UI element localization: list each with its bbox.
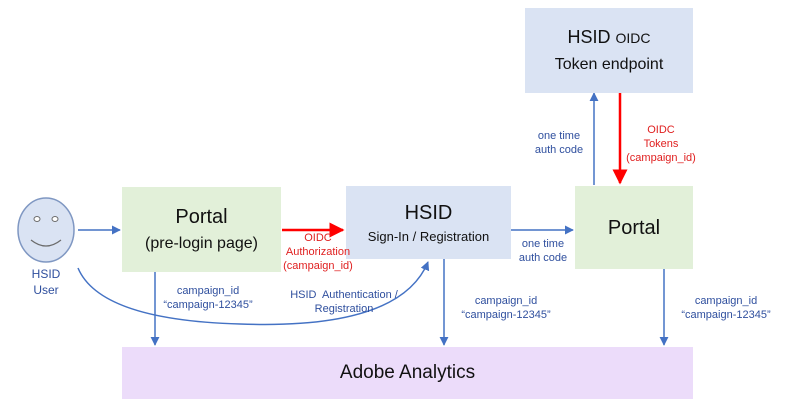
oidc-tokens-line2: Tokens bbox=[643, 138, 679, 150]
campaign-2-line2: “campaign-12345” bbox=[461, 309, 551, 321]
token-endpoint-box: HSID OIDC Token endpoint bbox=[525, 8, 693, 93]
hsid-title: HSID bbox=[404, 201, 453, 224]
hsid-signin-box: HSID Sign-In / Registration bbox=[346, 186, 511, 259]
auth-code-lower-line1: one time bbox=[521, 238, 565, 250]
arrow-user-to-hsid-curve bbox=[77, 261, 430, 326]
auth-code-label-upper: one time auth code bbox=[528, 129, 590, 157]
token-title-rest: OIDC bbox=[615, 30, 651, 46]
token-subtitle: Token endpoint bbox=[554, 56, 664, 73]
portal-post-title: Portal bbox=[607, 216, 661, 239]
smiley-face-icon bbox=[17, 197, 75, 263]
campaign-label-hsid: campaign_id “campaign-12345” bbox=[446, 294, 566, 322]
adobe-analytics-box: Adobe Analytics bbox=[122, 347, 693, 399]
auth-code-label-lower: one time auth code bbox=[510, 237, 576, 265]
hsid-subtitle: Sign-In / Registration bbox=[367, 228, 490, 244]
oidc-auth-line1: OIDC bbox=[304, 232, 332, 244]
campaign-3-line2: “campaign-12345” bbox=[681, 309, 771, 321]
user-label: HSID User bbox=[16, 266, 76, 298]
user-label-line1: HSID bbox=[31, 267, 61, 281]
hsid-authentication-label: HSID Authentication / Registration bbox=[282, 288, 406, 316]
campaign-1-line1: campaign_id bbox=[176, 285, 240, 297]
portal-prelogin-box: Portal (pre-login page) bbox=[122, 187, 281, 272]
auth-code-lower-line2: auth code bbox=[518, 252, 568, 264]
portal-prelogin-subtitle: (pre-login page) bbox=[145, 235, 258, 252]
oidc-auth-line3: (campaign_id) bbox=[283, 260, 353, 272]
oidc-tokens-line1: OIDC bbox=[647, 124, 675, 136]
campaign-2-line1: campaign_id bbox=[474, 295, 538, 307]
user-label-line2: User bbox=[33, 283, 59, 297]
portal-prelogin-title: Portal bbox=[175, 206, 228, 228]
adobe-analytics-title: Adobe Analytics bbox=[339, 362, 476, 383]
auth-code-upper-line2: auth code bbox=[534, 144, 584, 156]
token-title: HSID OIDC bbox=[567, 25, 650, 50]
campaign-1-line2: “campaign-12345” bbox=[163, 299, 253, 311]
campaign-3-line1: campaign_id bbox=[694, 295, 758, 307]
hsid-auth-line2: Registration bbox=[314, 303, 374, 315]
auth-code-upper-line1: one time bbox=[537, 130, 581, 142]
campaign-label-prelogin: campaign_id “campaign-12345” bbox=[158, 284, 258, 312]
oidc-tokens-line3: (campaign_id) bbox=[626, 152, 696, 164]
portal-post-box: Portal bbox=[575, 186, 693, 269]
oidc-tokens-label: OIDC Tokens (campaign_id) bbox=[620, 123, 702, 165]
campaign-label-portal: campaign_id “campaign-12345” bbox=[666, 294, 786, 322]
oidc-auth-line2: Authorization bbox=[285, 246, 351, 258]
oidc-authorization-label: OIDC Authorization (campaign_id) bbox=[276, 231, 360, 273]
hsid-auth-line1: HSID Authentication / bbox=[290, 289, 398, 301]
token-title-strong: HSID bbox=[567, 27, 611, 47]
